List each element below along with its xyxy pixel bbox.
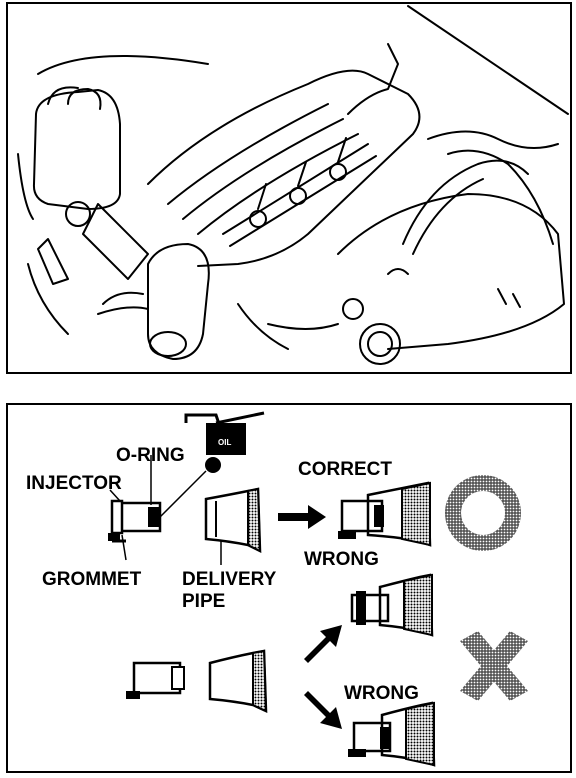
wrong-assembly-upper (350, 573, 434, 637)
correct-label: CORRECT (298, 459, 392, 480)
delivery-pipe-lower (208, 649, 268, 713)
o-ring-label: O-RING (116, 445, 185, 466)
arrow-right-icon (278, 505, 326, 529)
delivery-pipe-part (204, 487, 262, 554)
engine-bay-illustration (17, 5, 569, 365)
correct-assembly (338, 481, 432, 547)
delivery-pipe-label-line2: PIPE (182, 591, 225, 612)
cross-mark-icon (460, 631, 528, 701)
injector-installation-panel: OIL (6, 403, 572, 773)
wrong-label-upper: WRONG (304, 549, 379, 570)
arrow-down-right-icon (304, 691, 342, 729)
injector-installation-diagram: OIL (26, 411, 528, 767)
injector-part (108, 499, 162, 543)
injector-label: INJECTOR (26, 473, 122, 494)
circle-mark-icon (445, 475, 521, 551)
arrow-up-right-icon (304, 625, 342, 663)
oil-can-label: OIL (218, 438, 231, 447)
oil-can-icon (184, 411, 265, 473)
grommet-label: GROMMET (42, 569, 142, 590)
injector-lower (126, 661, 185, 699)
wrong-label-lower: WRONG (344, 683, 419, 704)
delivery-pipe-label-line1: DELIVERY (182, 569, 277, 590)
engine-illustration-panel (6, 2, 572, 374)
wrong-assembly-lower (348, 701, 436, 767)
